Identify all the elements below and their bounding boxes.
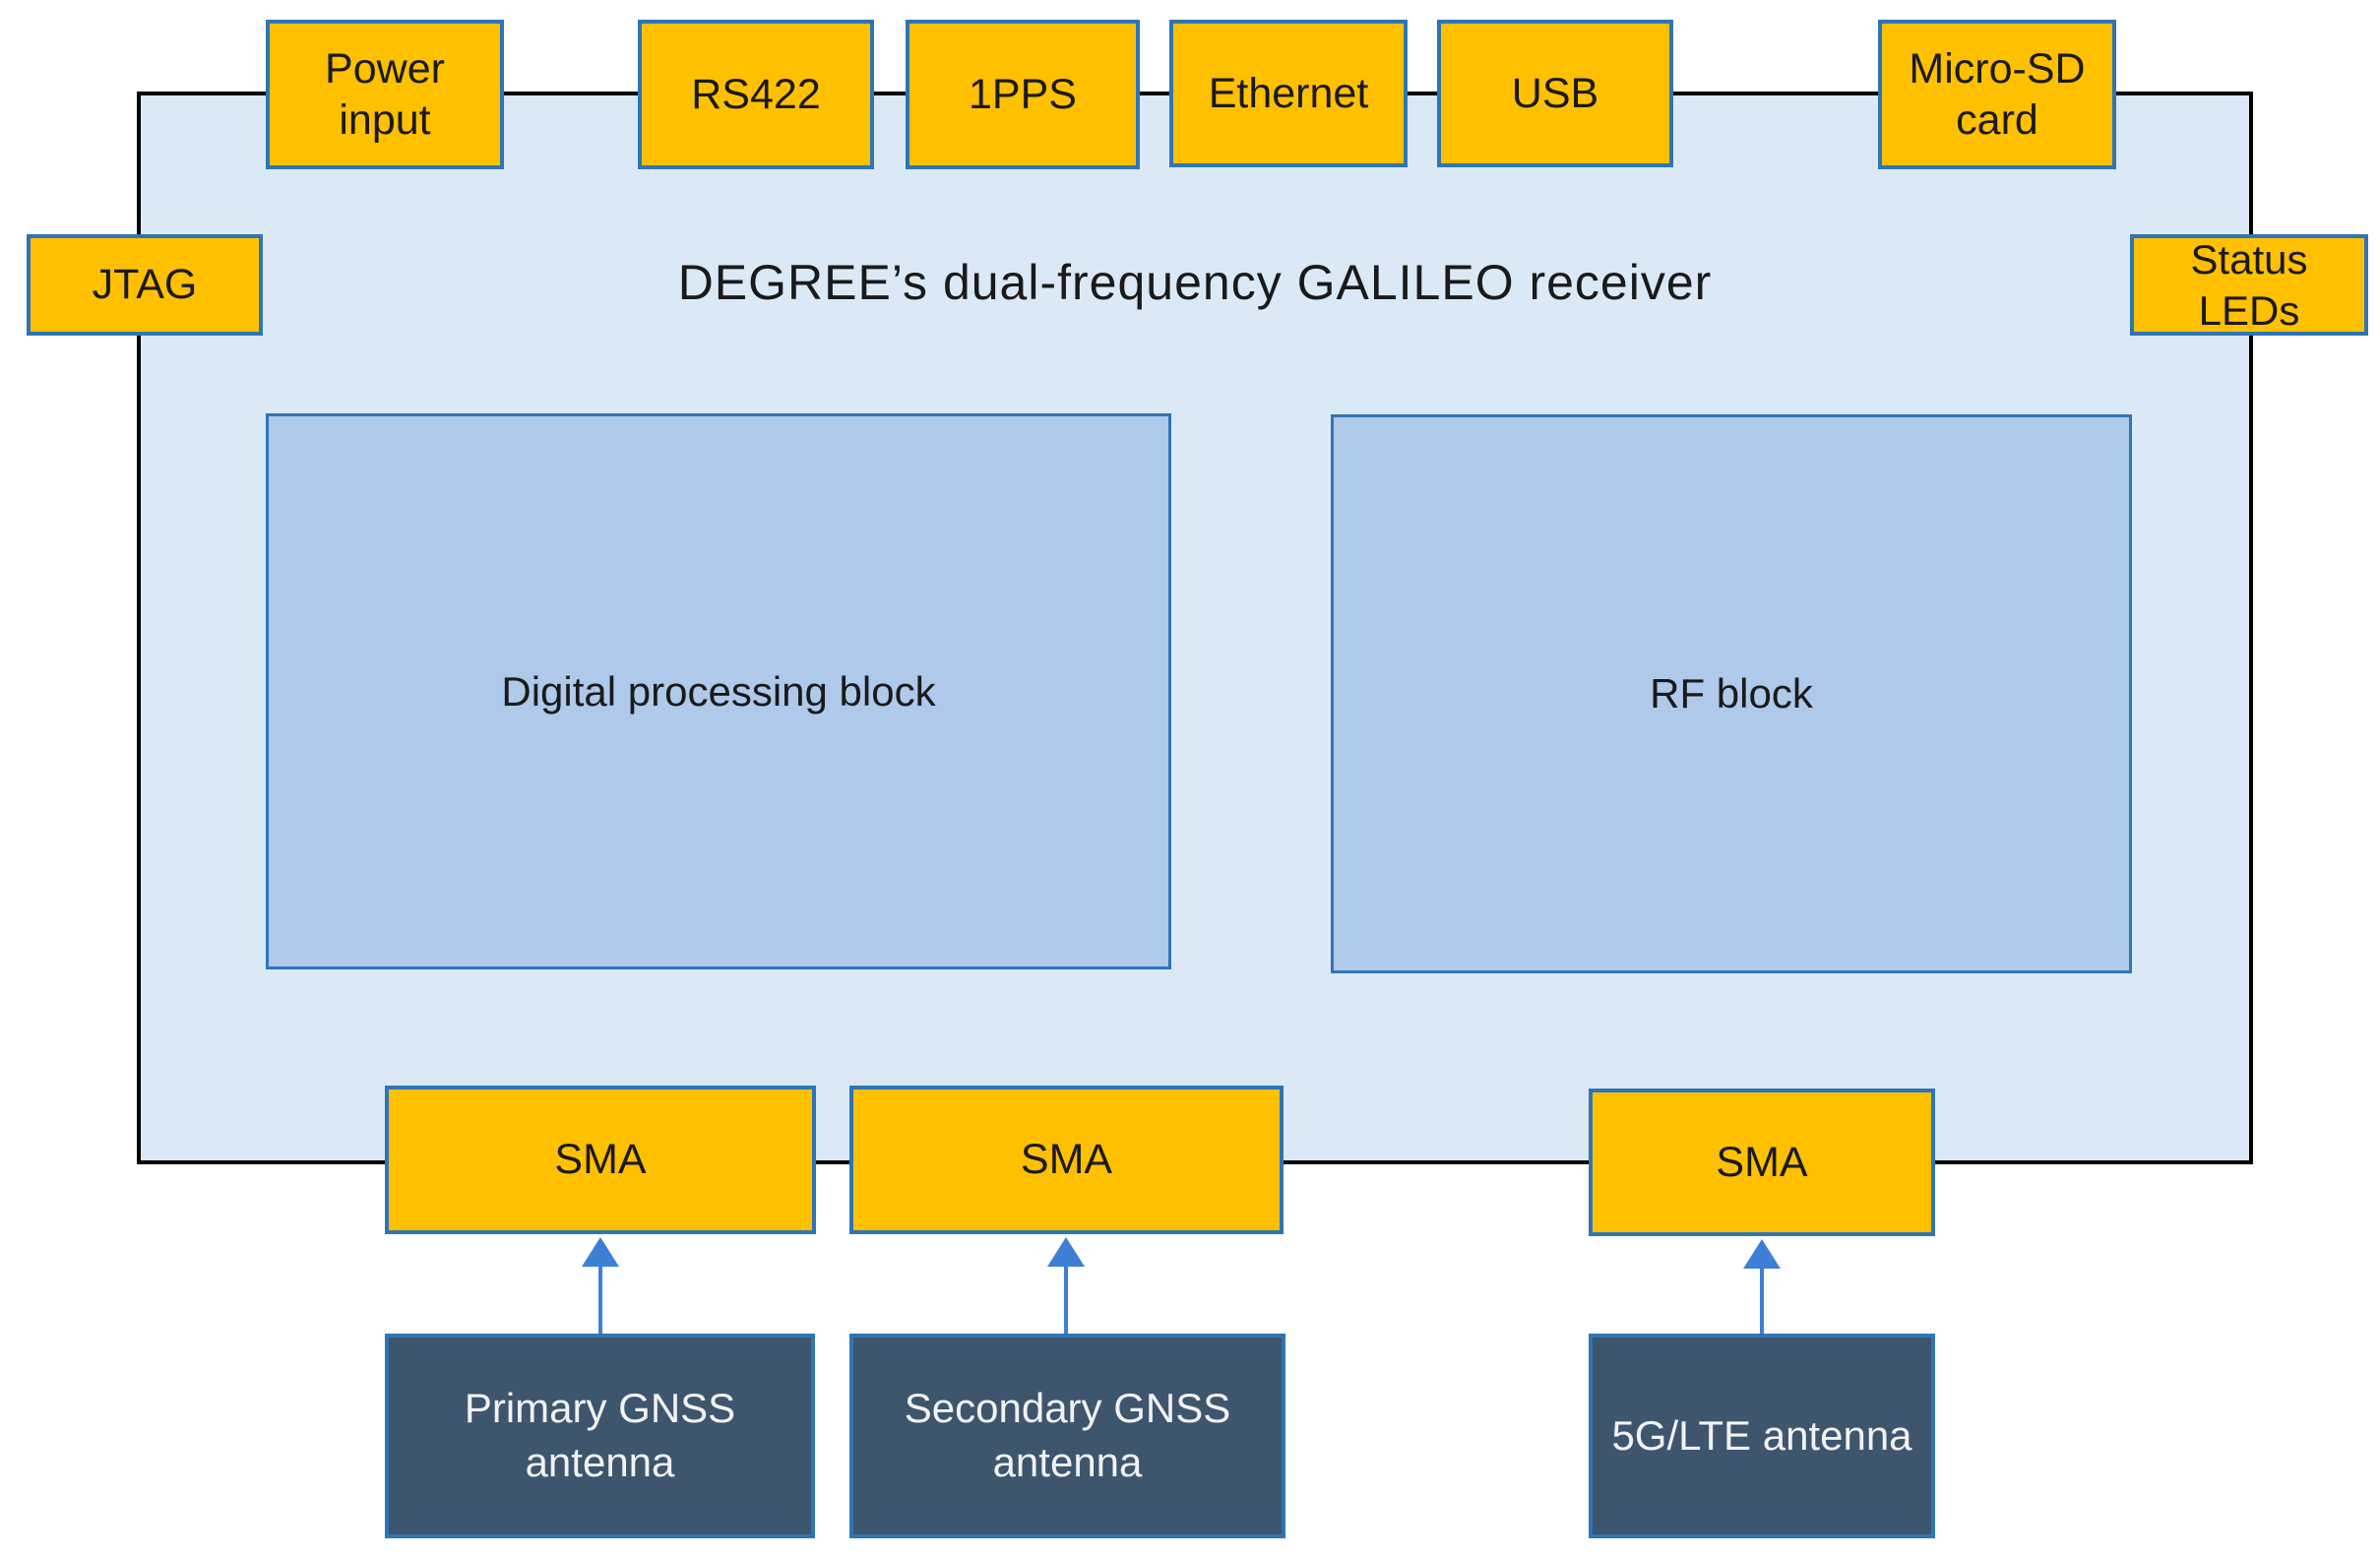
diagram-title: DEGREE’s dual-frequency GALILEO receiver (677, 255, 1713, 310)
connector-primary-antenna (598, 1263, 602, 1335)
rf-block: RF block (1331, 414, 2132, 973)
port-status-leds: Status LEDs (2130, 234, 2368, 336)
secondary-gnss-antenna-box: Secondary GNSS antenna (849, 1334, 1285, 1538)
digital-processing-block: Digital processing block (266, 413, 1171, 969)
port-jtag: JTAG (27, 234, 263, 336)
port-micro-sd-card: Micro-SD card (1878, 20, 2116, 169)
connector-secondary-antenna (1064, 1263, 1068, 1335)
arrow-up-icon (582, 1237, 619, 1267)
arrow-up-icon (1743, 1239, 1781, 1269)
port-usb: USB (1437, 20, 1673, 167)
port-sma-lte: SMA (1589, 1089, 1935, 1236)
primary-gnss-antenna-box: Primary GNSS antenna (385, 1334, 815, 1538)
port-1pps: 1PPS (906, 20, 1140, 169)
port-sma-secondary: SMA (849, 1086, 1284, 1234)
port-sma-primary: SMA (385, 1086, 816, 1234)
port-power-input: Power input (266, 20, 504, 169)
connector-lte-antenna (1760, 1265, 1764, 1337)
port-ethernet: Ethernet (1169, 20, 1408, 167)
port-rs422: RS422 (638, 20, 874, 169)
5g-lte-antenna-box: 5G/LTE antenna (1589, 1334, 1935, 1538)
arrow-up-icon (1047, 1237, 1085, 1267)
